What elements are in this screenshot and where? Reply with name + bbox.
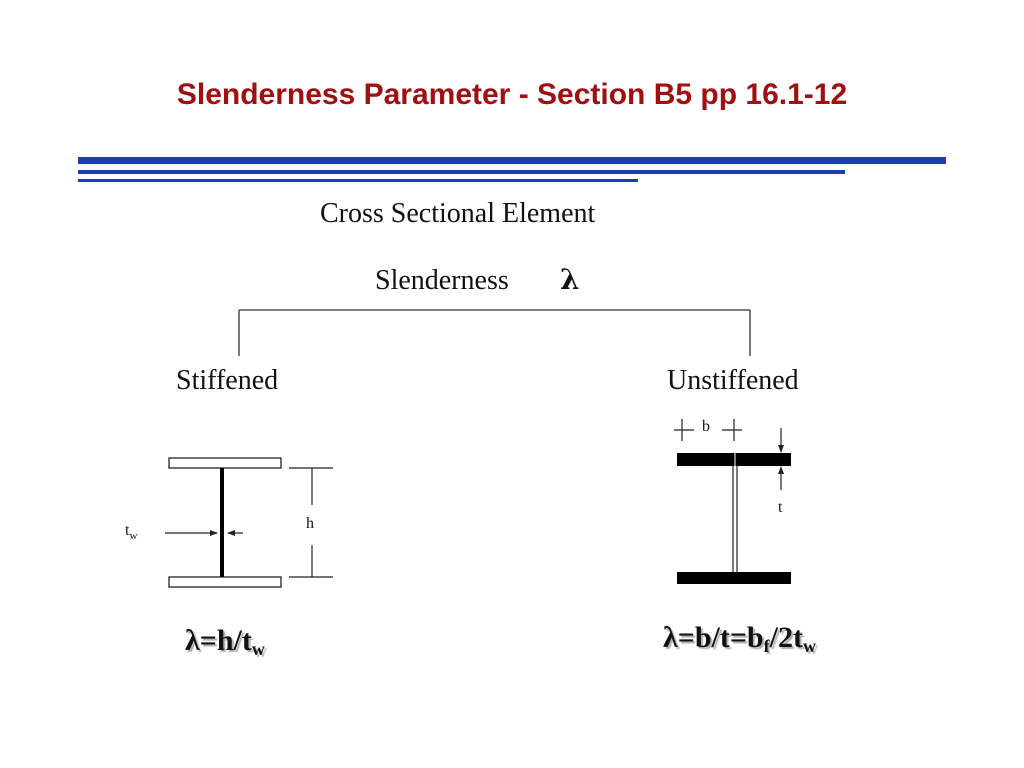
unstiffened-formula-sub-f: f xyxy=(763,636,770,656)
root-node-sublabel: Slenderness xyxy=(375,265,509,296)
tw-label-sub: w xyxy=(129,530,138,543)
branch-unstiffened-label: Unstiffened xyxy=(667,365,799,396)
stiffened-section-drawing xyxy=(165,457,333,588)
tw-label-main: t xyxy=(125,522,130,539)
unstiffened-formula-mid: /2t xyxy=(769,621,803,654)
root-node-label: Cross Sectional Element xyxy=(320,198,596,229)
tree-connector xyxy=(238,309,751,356)
h-label: h xyxy=(306,515,314,532)
stiffened-formula: λ=h/tw xyxy=(185,624,265,660)
unstiffened-formula: λ=b/t=bf/2tw xyxy=(663,621,816,657)
stiffened-formula-sub: w xyxy=(251,639,265,659)
tw-label: tw xyxy=(125,522,137,542)
unstiffened-formula-sub-w: w xyxy=(802,636,816,656)
title-rule-thin xyxy=(78,179,638,182)
unstiffened-section-drawing xyxy=(674,419,791,584)
lambda-symbol: λ xyxy=(560,263,580,296)
title-rule-thick xyxy=(78,157,946,164)
stiffened-formula-main: λ=h/t xyxy=(185,624,252,657)
slide-title: Slenderness Parameter - Section B5 pp 16… xyxy=(176,78,848,111)
unstiffened-formula-main: λ=b/t=b xyxy=(663,621,764,654)
branch-stiffened-label: Stiffened xyxy=(176,365,279,396)
title-rule-middle xyxy=(78,170,845,174)
b-label: b xyxy=(702,418,710,435)
t-label: t xyxy=(778,499,783,516)
